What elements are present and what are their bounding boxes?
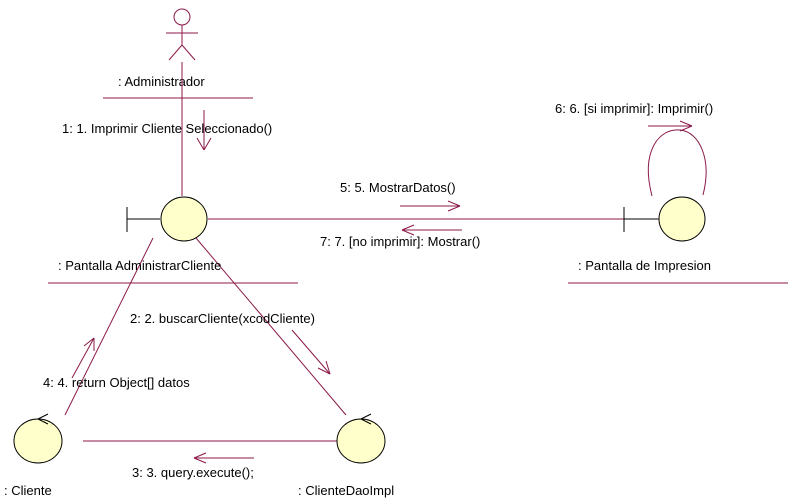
link-pantalla-dao — [195, 237, 347, 416]
message-6-label: 6: 6. [si imprimir]: Imprimir() — [555, 101, 713, 116]
arrow-m3 — [193, 452, 254, 464]
boundary-circle — [658, 196, 706, 242]
message-3-label: 3: 3. query.execute(); — [132, 465, 254, 480]
message-1-label: 1: 1. Imprimir Cliente Seleccionado() — [62, 121, 272, 136]
object-circle — [13, 418, 63, 464]
message-7-label: 7: 7. [no imprimir]: Mostrar() — [320, 234, 480, 249]
arrow-m2 — [291, 329, 331, 375]
arrow-m6 — [648, 120, 693, 132]
self-link-impresion — [647, 129, 707, 197]
message-2-label: 2: 2. buscarCliente(xcodCliente) — [130, 311, 315, 326]
arrow-m5 — [400, 200, 461, 212]
object-label: : Pantalla de Impresion — [578, 258, 711, 273]
actor-head — [173, 8, 191, 26]
object-marker — [37, 413, 49, 425]
actor-left-leg — [168, 44, 183, 61]
object-pantalla-de-impresion[interactable]: : Pantalla de Impresion — [568, 196, 788, 284]
object-label: : Cliente — [4, 483, 52, 498]
message-4-label: 4: 4. return Object[] datos — [43, 375, 190, 390]
actor-administrador[interactable]: : Administrador — [103, 8, 253, 99]
object-label: : ClienteDaoImpl — [298, 483, 394, 498]
object-circle — [336, 418, 386, 464]
object-cliente[interactable]: : Cliente — [4, 413, 63, 498]
boundary-circle — [160, 196, 208, 242]
arrow-m1 — [196, 110, 212, 151]
link-pantalla-cliente — [64, 237, 154, 416]
actor-label: : Administrador — [118, 74, 205, 89]
arrow-m7 — [401, 224, 462, 236]
message-5-label: 5: 5. MostrarDatos() — [340, 180, 456, 195]
arrow-m4 — [71, 337, 95, 379]
object-marker — [360, 413, 372, 425]
object-label: : Pantalla AdministrarCliente — [58, 258, 221, 273]
object-clientedaoimpl[interactable]: : ClienteDaoImpl — [298, 413, 394, 498]
actor-right-leg — [181, 44, 196, 61]
object-pantalla-administrarcliente[interactable]: : Pantalla AdministrarCliente — [48, 196, 298, 284]
